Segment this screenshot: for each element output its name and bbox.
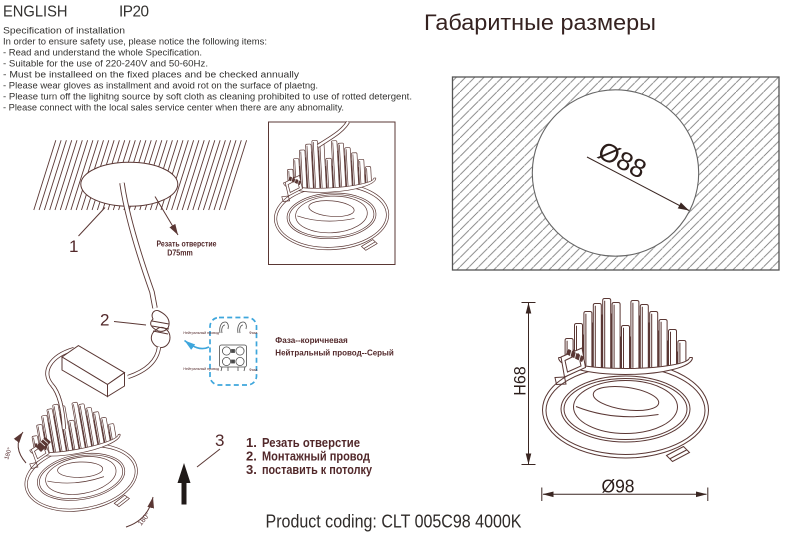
svg-text:2: 2: [100, 311, 109, 330]
svg-text:Резать отверстие: Резать отверстие: [262, 435, 360, 450]
svg-text:Фаза: Фаза: [249, 368, 257, 372]
svg-text:Габаритные размеры: Габаритные размеры: [424, 10, 656, 35]
svg-text:1: 1: [69, 237, 78, 256]
svg-text:Фаза: Фаза: [249, 331, 257, 335]
svg-text:- Please connect with the loca: - Please connect with the local sales se…: [3, 103, 344, 114]
svg-text:Product coding: CLT 005C98 400: Product coding: CLT 005C98 4000K: [266, 511, 523, 532]
svg-text:- Read and understand the whol: - Read and understand the whole Specific…: [3, 48, 202, 59]
svg-text:3: 3: [215, 431, 224, 450]
svg-text:180°: 180°: [4, 446, 14, 460]
svg-text:In order to ensure safety use,: In order to ensure safety use, please no…: [3, 37, 267, 48]
svg-text:Ø98: Ø98: [602, 476, 635, 497]
svg-text:- Must be installeed on the fi: - Must be installeed on the fixed places…: [3, 70, 299, 81]
svg-text:1.: 1.: [246, 435, 257, 450]
svg-text:3.: 3.: [246, 462, 257, 477]
svg-text:- Please turn off the lighitng: - Please turn off the lighitng source by…: [3, 92, 412, 103]
svg-text:H68: H68: [512, 366, 530, 396]
svg-text:- Suitable for the use of 220-: - Suitable for the use of 220-240V and 5…: [3, 59, 208, 70]
svg-text:- Please wear gloves as instal: - Please wear gloves as installment and …: [3, 81, 318, 92]
svg-text:поставить к потолку: поставить к потолку: [262, 462, 373, 477]
svg-text:ENGLISH: ENGLISH: [3, 4, 68, 21]
svg-text:Фаза--коричневая: Фаза--коричневая: [275, 335, 348, 345]
svg-text:D75mm: D75mm: [167, 248, 193, 258]
svg-text:Specification of installation: Specification of installation: [3, 26, 125, 37]
svg-text:Резать отверстие: Резать отверстие: [157, 239, 217, 249]
svg-text:2.: 2.: [246, 449, 257, 464]
svg-text:Нейтральный провод--Серый: Нейтральный провод--Серый: [275, 348, 394, 358]
svg-text:Нейтральный провод: Нейтральный провод: [183, 367, 220, 371]
svg-text:Нейтральный провод: Нейтральный провод: [183, 331, 220, 335]
svg-text:Монтажный провод: Монтажный провод: [262, 449, 371, 464]
svg-text:IP20: IP20: [119, 4, 149, 21]
